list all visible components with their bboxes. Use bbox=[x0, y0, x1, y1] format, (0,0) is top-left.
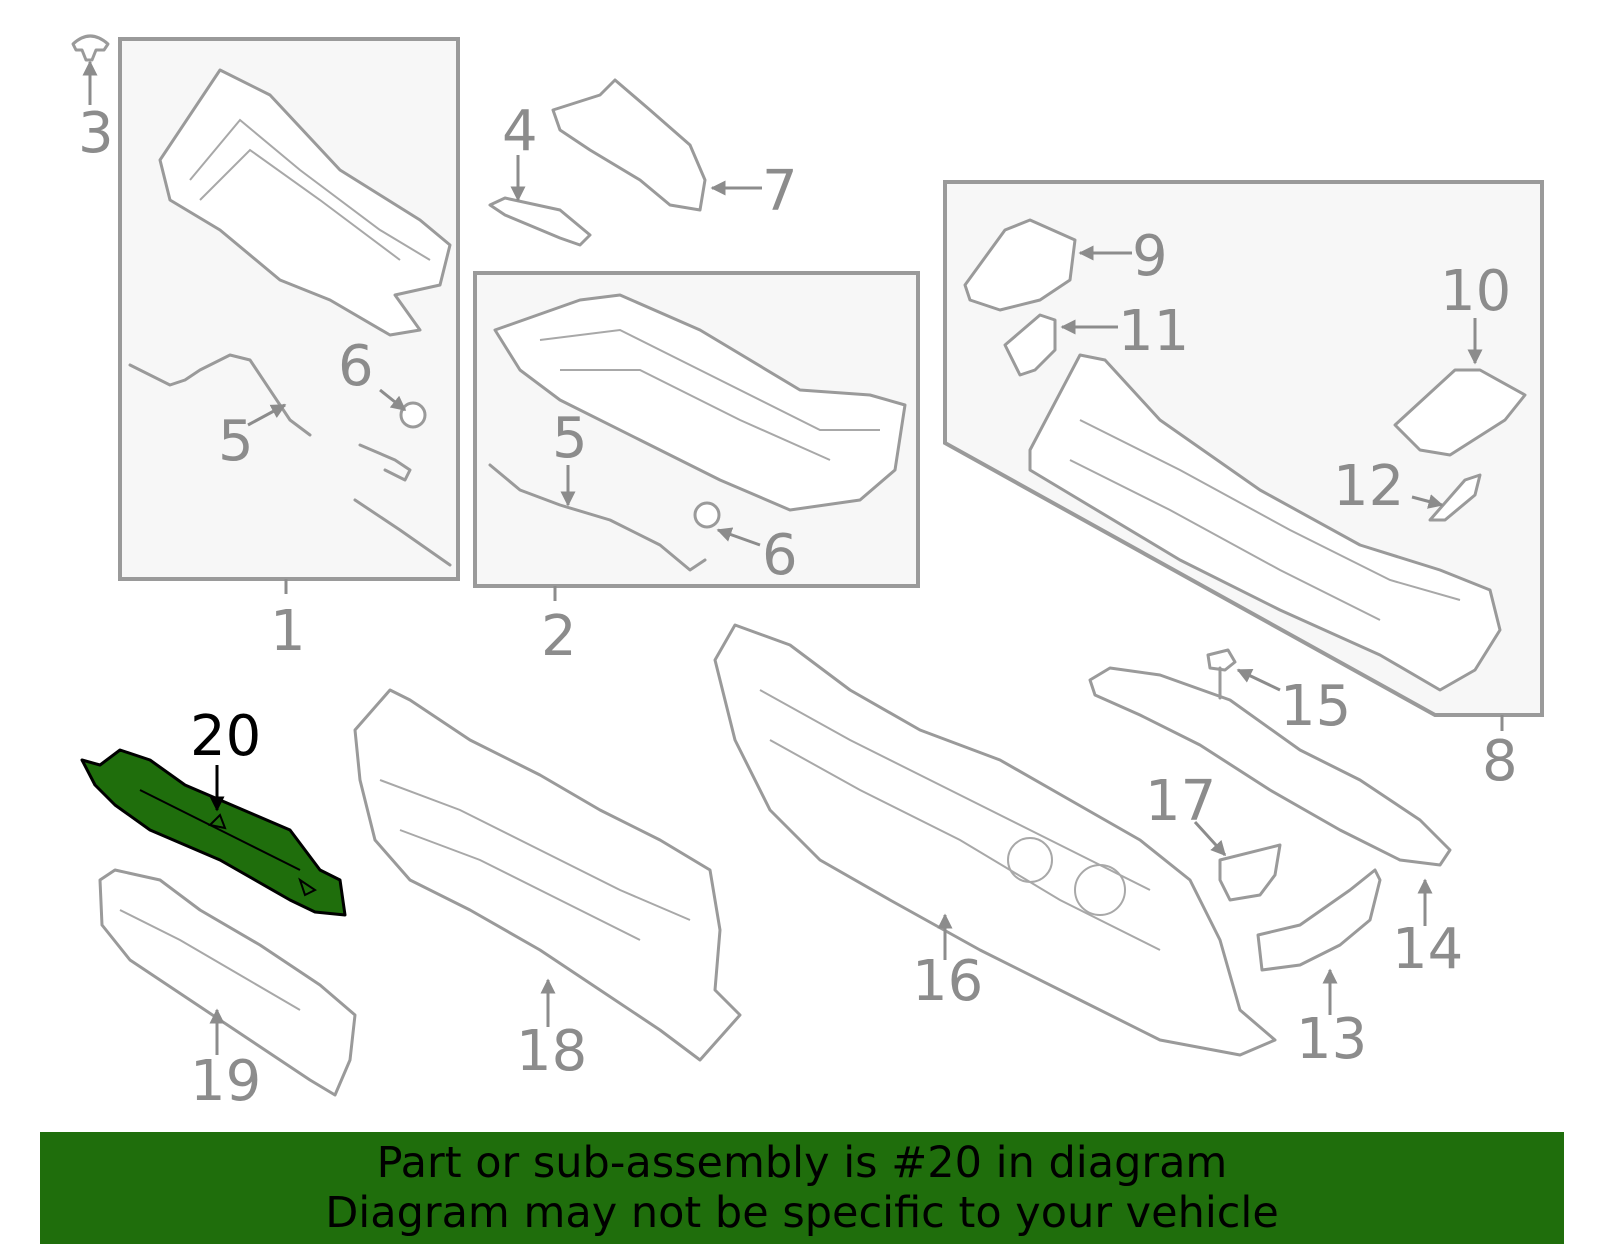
callout-6b: 6 bbox=[762, 523, 798, 588]
bolt-15 bbox=[1206, 648, 1237, 700]
callout-20: 20 bbox=[190, 704, 261, 769]
banner-line-1: Part or sub-assembly is #20 in diagram bbox=[376, 1138, 1228, 1188]
callout-3: 3 bbox=[78, 101, 114, 166]
callout-19: 19 bbox=[190, 1049, 261, 1114]
info-banner: Part or sub-assembly is #20 in diagram D… bbox=[40, 1132, 1564, 1244]
callout-6a: 6 bbox=[338, 334, 374, 399]
cowl-panel-upper-2 bbox=[493, 293, 907, 512]
washer-hose-2 bbox=[488, 463, 707, 572]
bracket-11 bbox=[1003, 313, 1057, 377]
insulator-17 bbox=[1218, 843, 1282, 902]
callout-12: 12 bbox=[1333, 454, 1404, 519]
bracket-9 bbox=[963, 218, 1077, 312]
leader-lines bbox=[82, 60, 1483, 1055]
callout-15: 15 bbox=[1280, 674, 1351, 739]
bracket-10 bbox=[1393, 368, 1527, 457]
callout-16: 16 bbox=[912, 949, 983, 1014]
callout-2: 2 bbox=[541, 604, 577, 669]
reinforcement-14 bbox=[1088, 666, 1452, 867]
callout-13: 13 bbox=[1296, 1007, 1367, 1072]
callout-9: 9 bbox=[1132, 224, 1168, 289]
callout-7: 7 bbox=[762, 159, 798, 224]
nozzle-2 bbox=[693, 501, 721, 529]
nozzle-1 bbox=[399, 401, 427, 429]
insulator-19 bbox=[98, 868, 357, 1097]
callout-18: 18 bbox=[516, 1019, 587, 1084]
insulator-18 bbox=[353, 688, 742, 1062]
callout-8: 8 bbox=[1482, 729, 1518, 794]
callout-11: 11 bbox=[1118, 299, 1189, 364]
bracket-7 bbox=[551, 78, 707, 212]
callout-5b: 5 bbox=[552, 406, 588, 471]
cowl-lower-panel bbox=[1028, 353, 1502, 692]
bracket-4 bbox=[488, 196, 592, 247]
callout-1: 1 bbox=[270, 599, 306, 664]
callout-4: 4 bbox=[502, 99, 538, 164]
bracket-13 bbox=[1256, 868, 1382, 972]
banner-line-2: Diagram may not be specific to your vehi… bbox=[325, 1188, 1279, 1238]
clip-3 bbox=[71, 34, 110, 62]
cowl-panel-upper-1 bbox=[158, 68, 452, 337]
assembly-box-2 bbox=[473, 271, 920, 601]
callout-5a: 5 bbox=[218, 409, 254, 474]
callout-10: 10 bbox=[1440, 259, 1511, 324]
assembly-box-8 bbox=[943, 180, 1544, 731]
dash-panel-16 bbox=[713, 623, 1277, 1057]
callout-17: 17 bbox=[1145, 769, 1216, 834]
highlighted-part-20[interactable] bbox=[80, 748, 347, 917]
callout-14: 14 bbox=[1392, 917, 1463, 982]
assembly-box-1 bbox=[118, 37, 460, 594]
